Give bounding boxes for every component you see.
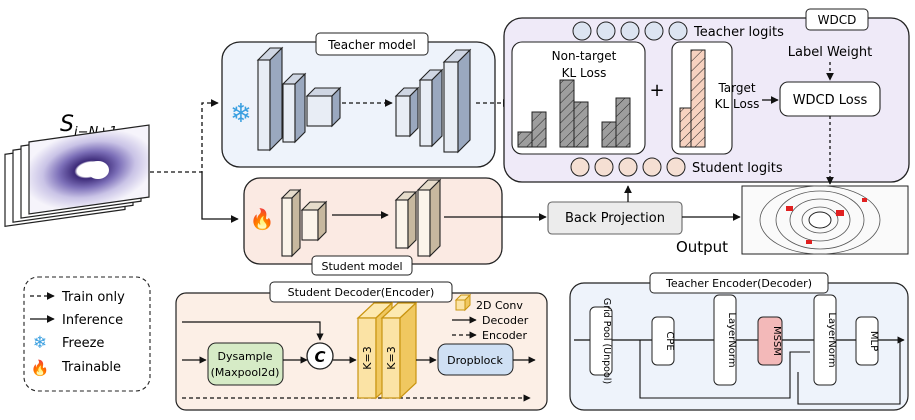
input-frames: Si−N+1 bbox=[4, 112, 150, 227]
grid-pool-label: Grid Pool (Unpool) bbox=[601, 298, 612, 384]
legend-trainable-label: Trainable bbox=[61, 360, 121, 375]
target-label-line1: Target bbox=[717, 81, 755, 95]
non-target-bars bbox=[517, 79, 631, 148]
output-center bbox=[808, 211, 832, 229]
non-target-label-line1: Non-target bbox=[552, 49, 617, 63]
teacher-model-title-box bbox=[315, 32, 429, 56]
legend-box bbox=[23, 276, 151, 392]
label-weight-label: Label Weight bbox=[788, 45, 873, 60]
conv-legend-icon bbox=[454, 293, 472, 312]
wdcd-title-box bbox=[805, 8, 869, 31]
output-pointcloud: Output bbox=[676, 185, 909, 256]
dysample-box bbox=[207, 342, 284, 386]
mssm-block bbox=[757, 316, 783, 366]
wdcd-module: WDCD Teacher logits Student logits Non-t… bbox=[503, 8, 910, 185]
wdcd-loss-label: WDCD Loss bbox=[793, 93, 868, 108]
teacher-encoder-title-box bbox=[649, 272, 829, 294]
input-frame-hole bbox=[87, 161, 109, 179]
snowflake-icon: ❄ bbox=[230, 99, 252, 129]
input-to-teacher-arrow bbox=[150, 99, 219, 173]
concat-label: C bbox=[314, 348, 325, 366]
cpe-label: CPE bbox=[664, 331, 675, 350]
input-to-student-arrow bbox=[201, 172, 239, 223]
grid-pool-block bbox=[589, 306, 613, 376]
concat-node bbox=[306, 342, 334, 370]
teacher-model: Teacher model ❄ bbox=[221, 32, 496, 168]
layernorm-block-2 bbox=[813, 294, 837, 386]
student-decoder-blocks bbox=[394, 178, 442, 258]
conv2-label: K=3 bbox=[385, 346, 398, 369]
student-encoder-blocks bbox=[280, 188, 328, 258]
student-logits-label: Student logits bbox=[692, 161, 783, 176]
wdcd-title: WDCD bbox=[818, 13, 857, 27]
encoder-blocks: Grid Pool (Unpool) CPE LayerNorm MSSM La… bbox=[589, 294, 879, 386]
fire-icon: 🔥 bbox=[250, 207, 275, 231]
legend: Train only Inference ❄ Freeze 🔥 Trainabl… bbox=[23, 276, 151, 392]
cpe-block bbox=[651, 316, 675, 366]
teacher-model-title: Teacher model bbox=[327, 38, 416, 52]
output-label: Output bbox=[676, 238, 728, 256]
dysample-label-line1: Dysample bbox=[218, 350, 273, 363]
dropblock-label: Dropblock bbox=[447, 354, 503, 367]
legend-freeze-label: Freeze bbox=[62, 336, 104, 351]
layernorm-label-2: LayerNorm bbox=[826, 312, 837, 367]
student-model: Student model 🔥 bbox=[243, 177, 503, 276]
encoder-residual-1 bbox=[639, 340, 810, 399]
plus-sign: + bbox=[649, 80, 664, 101]
legend-fire-icon: 🔥 bbox=[31, 359, 50, 377]
student-decoder-title-box bbox=[269, 281, 453, 303]
teacher-encoder-panel: Teacher Encoder(Decoder) Grid Pool (Unpo… bbox=[569, 272, 909, 411]
decoder-legend-encoder-label: Encoder bbox=[482, 329, 527, 342]
legend-snowflake-icon: ❄ bbox=[33, 333, 47, 353]
decoder-skip-arrow bbox=[182, 321, 324, 341]
conv-blocks bbox=[356, 301, 418, 400]
student-decoder-panel: Student Decoder(Encoder) Dysample (Maxpo… bbox=[175, 281, 548, 411]
mlp-block bbox=[855, 316, 879, 366]
encoder-residual-2 bbox=[797, 340, 901, 405]
conv1-label: K=3 bbox=[361, 346, 374, 369]
legend-inference-label: Inference bbox=[62, 313, 123, 328]
decoder-legend: 2D Conv Decoder Encoder bbox=[452, 293, 529, 342]
teacher-encoder-title: Teacher Encoder(Decoder) bbox=[665, 277, 812, 290]
back-projection-box bbox=[547, 201, 683, 235]
legend-train-only-label: Train only bbox=[61, 290, 125, 305]
teacher-decoder-blocks bbox=[394, 48, 472, 154]
student-model-title-box bbox=[311, 255, 413, 276]
student-logits-circles bbox=[570, 157, 686, 177]
decoder-legend-decoder-label: Decoder bbox=[482, 314, 529, 327]
decoder-legend-conv-label: 2D Conv bbox=[476, 299, 523, 312]
student-model-title: Student model bbox=[321, 260, 402, 273]
output-highlights bbox=[786, 198, 867, 244]
student-decoder-title: Student Decoder(Encoder) bbox=[288, 286, 435, 299]
target-label-line2: KL Loss bbox=[715, 97, 760, 111]
dysample-label-line2: (Maxpool2d) bbox=[211, 366, 280, 379]
target-bars bbox=[679, 49, 706, 148]
mssm-label: MSSM bbox=[771, 326, 782, 356]
back-projection-label: Back Projection bbox=[565, 211, 665, 226]
layernorm-label-1: LayerNorm bbox=[726, 312, 737, 367]
output-rings bbox=[759, 185, 881, 255]
layernorm-block-1 bbox=[713, 294, 737, 386]
teacher-encoder-blocks bbox=[256, 46, 342, 152]
teacher-logits-circles bbox=[572, 21, 688, 41]
mlp-label: MLP bbox=[868, 331, 879, 351]
non-target-label-line2: KL Loss bbox=[562, 66, 607, 80]
teacher-logits-label: Teacher logits bbox=[693, 25, 784, 40]
